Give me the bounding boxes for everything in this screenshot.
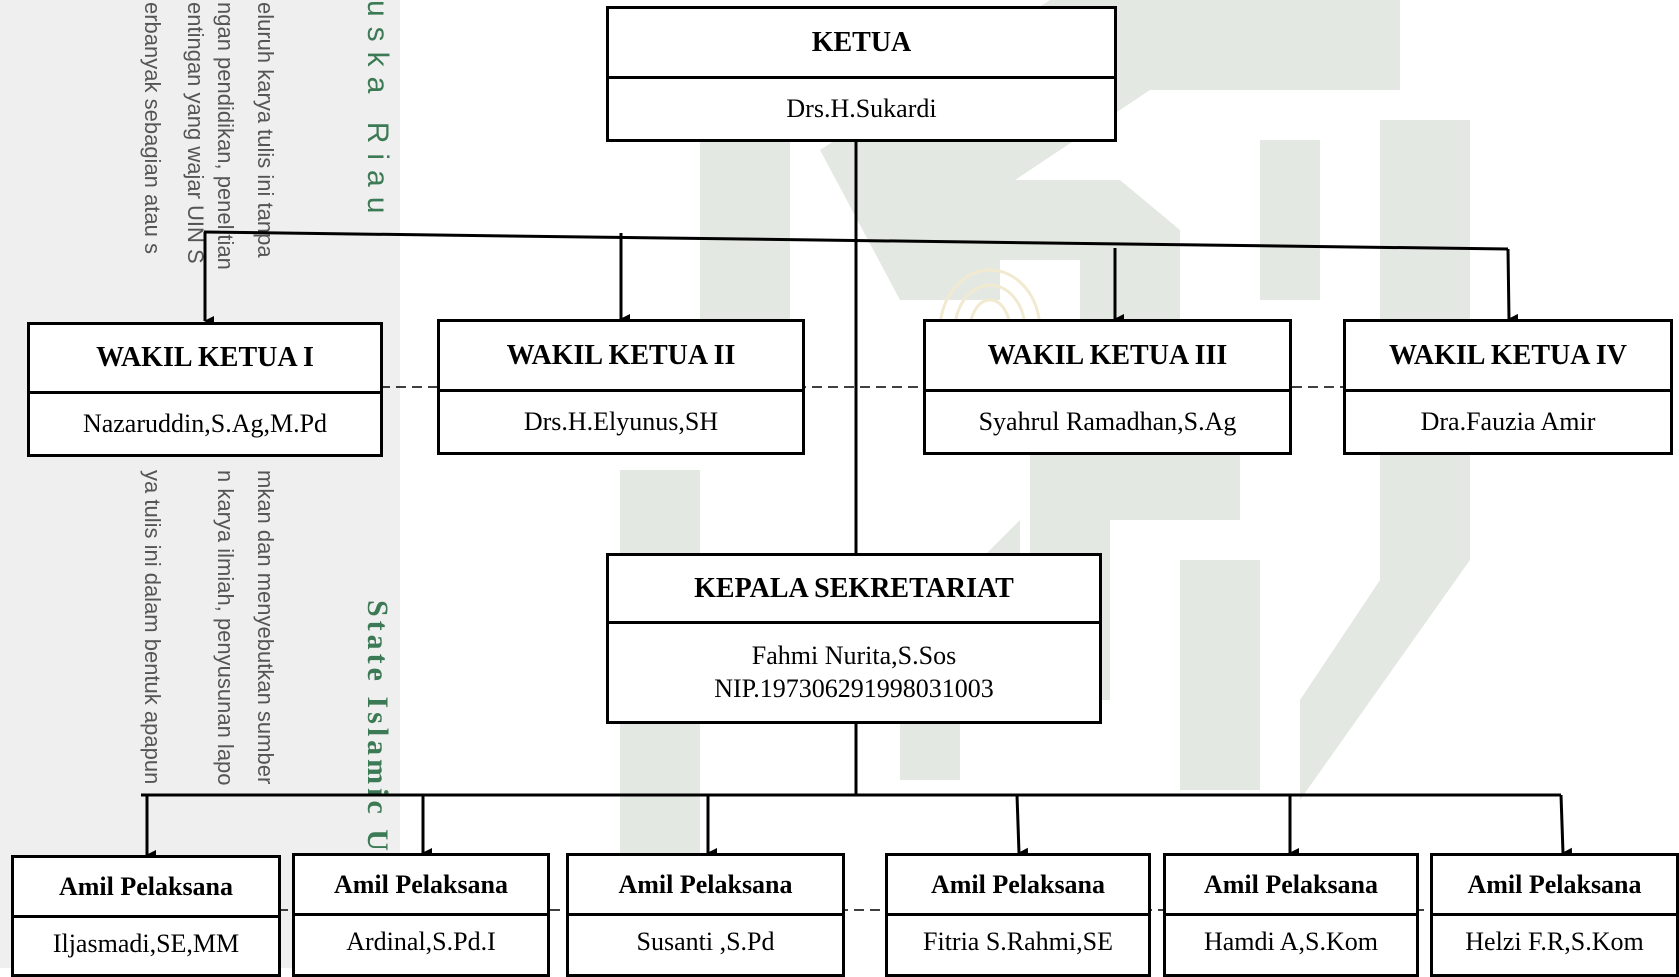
amil-pelaksana-6-title: Amil Pelaksana xyxy=(1433,856,1676,916)
arrow-amil-6 xyxy=(1559,794,1573,858)
wakil-ketua-4-box: WAKIL KETUA IV Dra.Fauzia Amir xyxy=(1343,319,1673,455)
amil-pelaksana-5-box: Amil Pelaksana Hamdi A,S.Kom xyxy=(1163,853,1419,977)
ketua-name: Drs.H.Sukardi xyxy=(786,93,937,123)
amil-pelaksana-5-name: Hamdi A,S.Kom xyxy=(1203,927,1379,956)
wakil-ketua-1-name: Nazaruddin,S.Ag,M.Pd xyxy=(82,408,328,438)
ketua-title: KETUA xyxy=(609,9,1114,79)
kepala-sekretariat-nip: NIP.197306291998031003 xyxy=(714,673,994,703)
wakil-horizontal-line xyxy=(203,230,1509,251)
amil-pelaksana-2-box: Amil Pelaksana Ardinal,S.Pd.I xyxy=(292,853,550,977)
wakil-ketua-1-box: WAKIL KETUA I Nazaruddin,S.Ag,M.Pd xyxy=(27,322,383,457)
amil-pelaksana-4-title: Amil Pelaksana xyxy=(888,856,1148,916)
ketua-box: KETUA Drs.H.Sukardi xyxy=(606,6,1117,142)
amil-pelaksana-4-name: Fitria S.Rahmi,SE xyxy=(923,927,1113,956)
kepala-sekretariat-title: KEPALA SEKRETARIAT xyxy=(609,556,1099,624)
wakil-ketua-2-name: Drs.H.Elyunus,SH xyxy=(523,406,719,436)
wakil-ketua-3-box: WAKIL KETUA III Syahrul Ramadhan,S.Ag xyxy=(923,319,1292,455)
wakil-ketua-1-title: WAKIL KETUA I xyxy=(30,325,380,394)
wakil-ketua-3-name: Syahrul Ramadhan,S.Ag xyxy=(978,406,1237,436)
amil-pelaksana-3-title: Amil Pelaksana xyxy=(569,856,842,916)
left-gray-strip xyxy=(0,0,400,968)
wakil-ketua-2-box: WAKIL KETUA II Drs.H.Elyunus,SH xyxy=(437,319,805,455)
amil-pelaksana-5-title: Amil Pelaksana xyxy=(1166,856,1416,916)
amil-pelaksana-6-name: Helzi F.R,S.Kom xyxy=(1465,927,1644,956)
amil-pelaksana-3-name: Susanti ,S.Pd xyxy=(636,927,775,956)
wakil-ketua-4-title: WAKIL KETUA IV xyxy=(1346,322,1670,392)
wakil-ketua-2-title: WAKIL KETUA II xyxy=(440,322,802,392)
wakil-ketua-4-name: Dra.Fauzia Amir xyxy=(1420,406,1596,436)
kepala-sekretariat-name: Fahmi Nurita,S.Sos xyxy=(751,641,957,670)
amil-pelaksana-3-box: Amil Pelaksana Susanti ,S.Pd xyxy=(566,853,845,977)
kepala-sekretariat-box: KEPALA SEKRETARIAT Fahmi Nurita,S.Sos NI… xyxy=(606,553,1102,724)
amil-pelaksana-2-name: Ardinal,S.Pd.I xyxy=(346,927,496,956)
amil-pelaksana-6-box: Amil Pelaksana Helzi F.R,S.Kom xyxy=(1430,853,1679,977)
amil-pelaksana-4-box: Amil Pelaksana Fitria S.Rahmi,SE xyxy=(885,853,1151,977)
arrow-amil-4 xyxy=(1015,794,1029,858)
arrow-wakil-4 xyxy=(1506,248,1519,324)
amil-pelaksana-1-box: Amil Pelaksana Iljasmadi,SE,MM xyxy=(11,855,281,977)
amil-pelaksana-1-name: Iljasmadi,SE,MM xyxy=(52,929,240,958)
amil-pelaksana-1-title: Amil Pelaksana xyxy=(14,858,278,918)
wakil-ketua-3-title: WAKIL KETUA III xyxy=(926,322,1289,392)
amil-pelaksana-2-title: Amil Pelaksana xyxy=(295,856,547,916)
